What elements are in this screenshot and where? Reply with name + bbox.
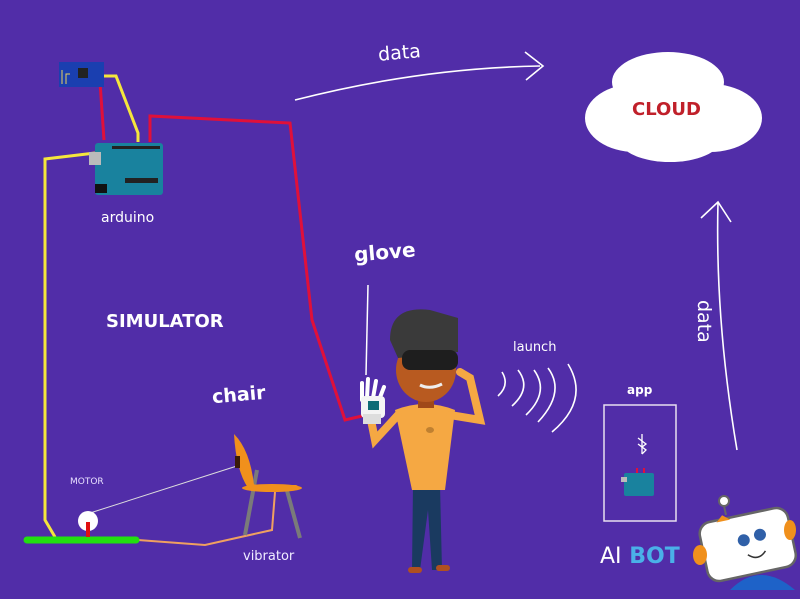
glove-icon <box>360 377 386 424</box>
chair-label: chair <box>211 381 267 409</box>
wire-esp-yellow <box>102 74 140 142</box>
app-box <box>603 404 677 522</box>
motor-shaft <box>86 522 90 537</box>
data-arrow-from-bot <box>700 200 738 451</box>
motor-string <box>89 464 241 514</box>
launch-label: launch <box>513 340 557 355</box>
cloud-label: CLOUD <box>632 99 701 120</box>
vibrator-label: vibrator <box>243 549 295 564</box>
person-illustration <box>364 309 486 573</box>
app-arduino-icon <box>621 468 654 496</box>
motor-pulley-icon <box>78 511 98 531</box>
data-arrow-to-cloud <box>294 51 545 101</box>
motor-label: MOTOR <box>70 477 104 487</box>
ai-bot-label: AI BOT <box>600 544 680 569</box>
data-label-top: data <box>377 40 422 66</box>
arduino-board-icon <box>89 143 163 195</box>
wifi-module-icon <box>59 62 104 87</box>
glove-pointer-line <box>365 284 369 376</box>
bot-text: BOT <box>629 544 680 569</box>
wire-glove-red <box>148 114 363 422</box>
arduino-label: arduino <box>101 210 155 226</box>
ai-bot-mascot <box>693 495 798 590</box>
chair-icon <box>234 434 302 539</box>
wire-vibrator <box>137 491 276 547</box>
bluetooth-icon <box>637 434 648 455</box>
wire-esp-red <box>98 81 106 141</box>
launch-waves-icon <box>497 363 577 433</box>
simulator-label: SIMULATOR <box>106 311 224 332</box>
wire-motor-yellow <box>43 151 96 538</box>
cloud-icon <box>585 52 762 162</box>
data-label-side: data <box>693 300 715 343</box>
ai-text: AI <box>600 544 622 569</box>
app-label: app <box>627 383 653 397</box>
